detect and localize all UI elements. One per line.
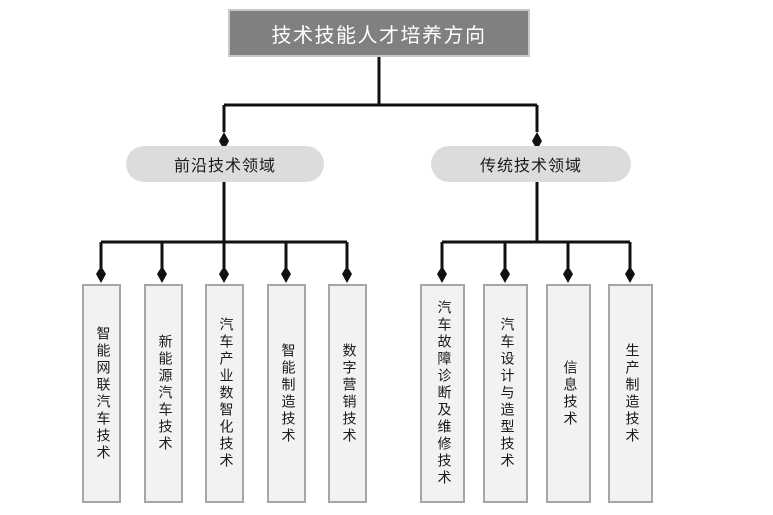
arrowhead-leaf-5 (437, 266, 447, 283)
arrowhead-cat-1 (532, 132, 542, 150)
leaf-node-label: 汽车故障诊断及维修技术 (435, 300, 452, 487)
arrowhead-leaf-2 (219, 266, 229, 283)
leaf-node-2[interactable]: 汽车产业数智化技术 (205, 284, 244, 503)
leaf-node-3[interactable]: 智能制造技术 (267, 284, 306, 503)
leaf-node-label: 智能制造技术 (279, 342, 296, 445)
arrowhead-leaf-3 (281, 266, 291, 283)
leaf-node-6[interactable]: 汽车设计与造型技术 (483, 284, 528, 503)
category-node-label: 传统技术领域 (479, 156, 582, 175)
leaf-node-label: 新能源汽车技术 (156, 334, 173, 453)
arrowhead-leaf-4 (342, 266, 352, 283)
leaf-node-8[interactable]: 生产制造技术 (608, 284, 653, 503)
arrowhead-leaf-1 (157, 266, 167, 283)
leaf-node-label: 汽车产业数智化技术 (217, 317, 234, 470)
root-node[interactable]: 技术技能人才培养方向 (228, 9, 530, 57)
leaf-node-7[interactable]: 信息技术 (546, 284, 591, 503)
leaf-node-label: 数字营销技术 (340, 342, 357, 445)
arrowhead-leaf-8 (625, 266, 635, 283)
leaf-node-label: 生产制造技术 (623, 342, 640, 445)
arrowhead-cat-0 (219, 132, 229, 150)
leaf-node-label: 信息技术 (561, 359, 578, 428)
leaf-node-4[interactable]: 数字营销技术 (328, 284, 367, 503)
arrowhead-leaf-6 (500, 266, 510, 283)
category-node-frontier[interactable]: 前沿技术领域 (126, 146, 324, 182)
arrowhead-leaf-0 (96, 266, 106, 283)
leaf-node-0[interactable]: 智能网联汽车技术 (82, 284, 121, 503)
leaf-node-label: 智能网联汽车技术 (94, 325, 111, 462)
root-node-label: 技术技能人才培养方向 (271, 22, 487, 47)
arrowhead-leaf-7 (563, 266, 573, 283)
category-node-traditional[interactable]: 传统技术领域 (431, 146, 631, 182)
leaf-node-1[interactable]: 新能源汽车技术 (144, 284, 183, 503)
category-node-label: 前沿技术领域 (173, 156, 276, 175)
leaf-node-5[interactable]: 汽车故障诊断及维修技术 (420, 284, 465, 503)
leaf-node-label: 汽车设计与造型技术 (498, 317, 515, 470)
